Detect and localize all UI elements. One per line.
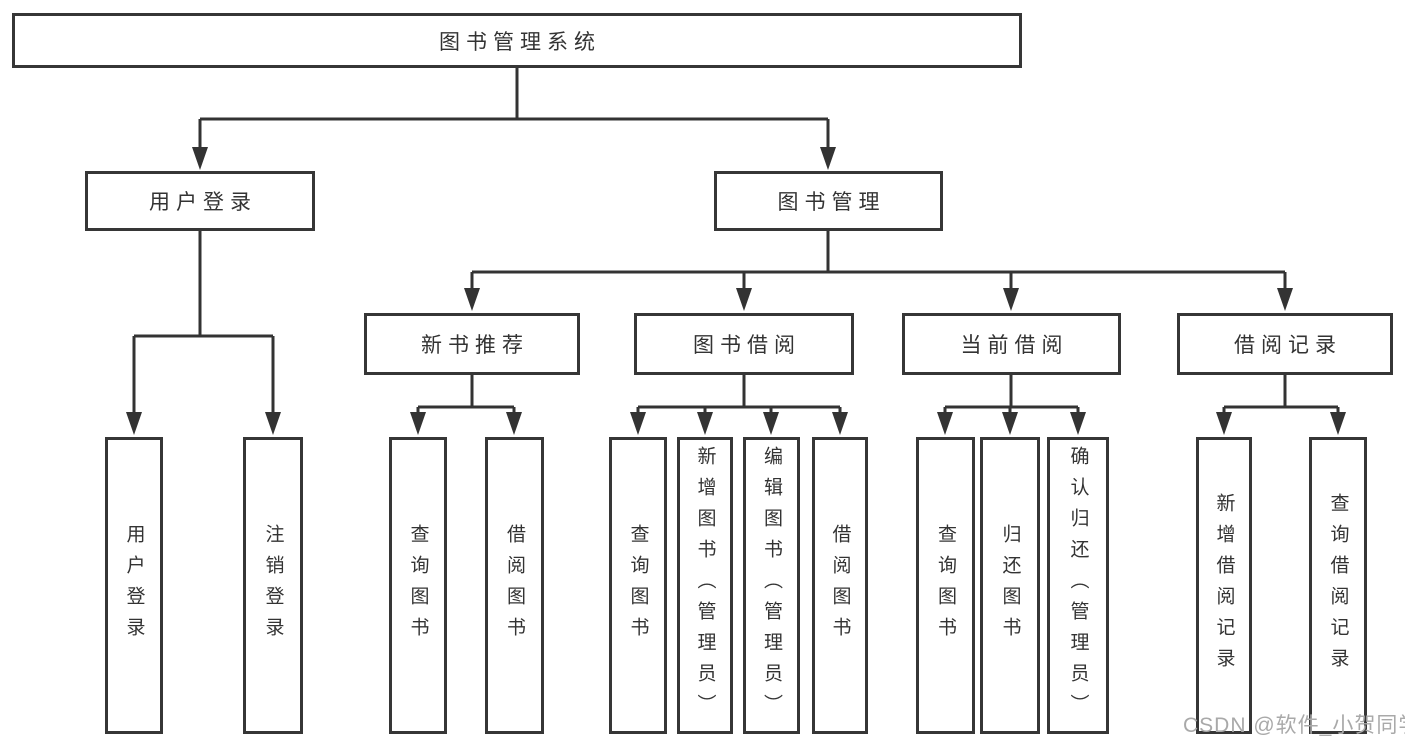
node-leaf-user-login: 用户登录 <box>105 437 163 734</box>
node-leaf-borrow-books-1: 借阅图书 <box>485 437 544 734</box>
node-leaf-query-books-2: 查询图书 <box>609 437 667 734</box>
node-leaf-add-book-admin: 新增图书（管理员） <box>677 437 733 734</box>
node-leaf-query-books-3: 查询图书 <box>916 437 975 734</box>
node-current-borrow: 当前借阅 <box>902 313 1121 375</box>
node-root: 图书管理系统 <box>12 13 1022 68</box>
node-book-borrow: 图书借阅 <box>634 313 854 375</box>
node-leaf-borrow-books-2: 借阅图书 <box>812 437 868 734</box>
node-leaf-add-borrow-record: 新增借阅记录 <box>1196 437 1252 734</box>
node-new-book-recommend: 新书推荐 <box>364 313 580 375</box>
node-borrow-records: 借阅记录 <box>1177 313 1393 375</box>
node-leaf-confirm-return-admin: 确认归还（管理员） <box>1047 437 1109 734</box>
connector-path <box>132 68 1340 414</box>
node-leaf-logout: 注销登录 <box>243 437 303 734</box>
node-user-login: 用户登录 <box>85 171 315 231</box>
node-leaf-query-books-1: 查询图书 <box>389 437 447 734</box>
node-leaf-return-book: 归还图书 <box>980 437 1040 734</box>
watermark: CSDN @软件_小贺同学 <box>1183 714 1405 737</box>
node-leaf-query-borrow-record: 查询借阅记录 <box>1309 437 1367 734</box>
node-book-management: 图书管理 <box>714 171 943 231</box>
node-leaf-edit-book-admin: 编辑图书（管理员） <box>743 437 800 734</box>
